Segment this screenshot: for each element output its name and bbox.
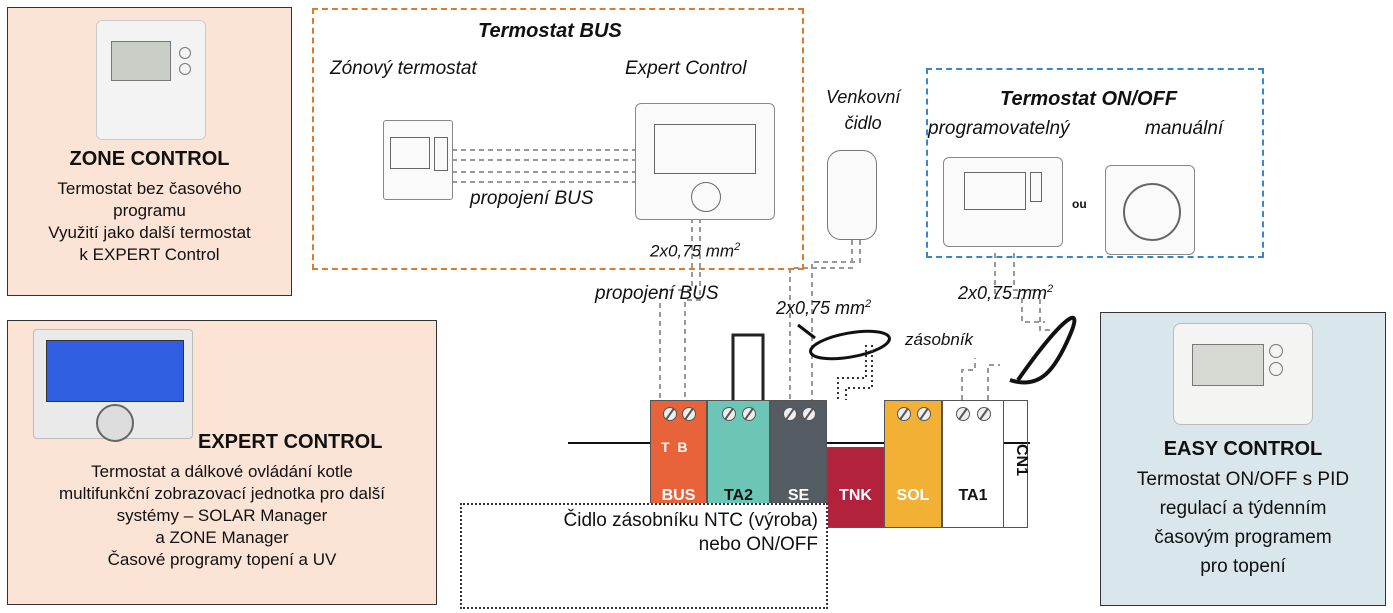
onoff-wires bbox=[961, 253, 1050, 400]
zone-thermostat-device bbox=[383, 120, 453, 200]
tank-sensor-coil bbox=[809, 329, 891, 361]
terminal-label: TNK bbox=[839, 487, 872, 504]
expert-control-description: Termostat a dálkové ovládání kotle multi… bbox=[8, 461, 436, 571]
zone-thermostat-label: Zónový termostat bbox=[330, 58, 477, 79]
programmable-thermostat-device bbox=[943, 157, 1063, 247]
bus-pin-labels: T B bbox=[661, 439, 688, 455]
expert-control-line: systémy – SOLAR Manager bbox=[116, 506, 328, 525]
terminal-label: TA2 bbox=[723, 487, 754, 504]
zone-control-line: Využití jako další termostat bbox=[48, 223, 251, 242]
or-label: ou bbox=[1072, 197, 1087, 211]
zone-control-line: Termostat bez časového bbox=[57, 179, 242, 198]
zone-control-line: programu bbox=[113, 201, 186, 220]
onoff-thermostat-group bbox=[926, 68, 1264, 258]
screw-icon bbox=[682, 407, 696, 421]
bus-link-label-lower: propojení BUS bbox=[595, 283, 719, 304]
bus-cable-label: 2x0,75 mm2 bbox=[650, 241, 740, 262]
screw-icon bbox=[802, 407, 816, 421]
ta1-loop-wire bbox=[1009, 315, 1077, 385]
expert-control-device bbox=[635, 103, 775, 220]
easy-control-title: EASY CONTROL bbox=[1163, 438, 1323, 460]
onoff-group-title: Termostat ON/OFF bbox=[1000, 88, 1178, 110]
bus-thermostat-group bbox=[312, 8, 804, 270]
screw-icon bbox=[742, 407, 756, 421]
zone-control-device-image bbox=[96, 20, 206, 140]
bus-cable-label-sup: 2 bbox=[734, 241, 741, 253]
expert-control-box: EXPERT CONTROL Termostat a dálkové ovlád… bbox=[7, 320, 437, 605]
sensor-wires bbox=[789, 240, 861, 400]
bus-link-wires bbox=[452, 149, 701, 400]
easy-control-line: pro topení bbox=[1200, 556, 1286, 577]
easy-control-description: Termostat ON/OFF s PID regulací a týdenn… bbox=[1101, 465, 1385, 581]
terminal-label: TA1 bbox=[958, 487, 988, 504]
sensor-cable-label-sup: 2 bbox=[865, 298, 872, 310]
sensor-cable-label-text: 2x0,75 mm bbox=[776, 298, 866, 318]
terminal-ta1: TA1 bbox=[942, 400, 1004, 528]
expert-control-line: multifunkční zobrazovací jednotka pro da… bbox=[58, 484, 385, 503]
programmable-label: programovatelný bbox=[928, 118, 1070, 139]
terminal-sol: SOL bbox=[884, 400, 942, 528]
bus-cable-label-text: 2x0,75 mm bbox=[650, 241, 735, 261]
expert-control-title: EXPERT CONTROL bbox=[198, 431, 383, 453]
ntc-note-line: nebo ON/OFF bbox=[698, 534, 818, 555]
expert-control-label: Expert Control bbox=[625, 58, 747, 79]
manual-thermostat-device bbox=[1105, 165, 1195, 255]
zone-control-title: ZONE CONTROL bbox=[69, 148, 230, 170]
ta1-cable-label: 2x0,75 mm2 bbox=[958, 283, 1053, 304]
screw-icon bbox=[722, 407, 736, 421]
bus-link-label: propojení BUS bbox=[470, 188, 594, 209]
screw-icon bbox=[897, 407, 911, 421]
easy-control-line: Termostat ON/OFF s PID bbox=[1136, 469, 1350, 490]
easy-control-line: časovým programem bbox=[1154, 527, 1332, 548]
outdoor-sensor-device bbox=[827, 150, 877, 240]
expert-control-line: Termostat a dálkové ovládání kotle bbox=[91, 462, 353, 481]
sensor-cable-label: 2x0,75 mm2 bbox=[776, 298, 871, 319]
ntc-note-box: Čidlo zásobníku NTC (výroba) nebo ON/OFF bbox=[460, 503, 828, 609]
manual-label: manuální bbox=[1145, 118, 1224, 139]
easy-control-device-image bbox=[1173, 323, 1313, 425]
easy-control-box: EASY CONTROL Termostat ON/OFF s PID regu… bbox=[1100, 312, 1386, 606]
expert-control-line: a ZONE Manager bbox=[155, 528, 289, 547]
connector-label: CN1 bbox=[1013, 443, 1031, 477]
easy-control-line: regulací a týdenním bbox=[1159, 498, 1327, 519]
outdoor-sensor-label: Venkovní čidlo bbox=[826, 84, 900, 136]
terminal-label: SOL bbox=[896, 487, 930, 504]
zone-control-line: k EXPERT Control bbox=[79, 245, 220, 264]
bus-group-title: Termostat BUS bbox=[478, 20, 622, 42]
connector-cn1: CN1 bbox=[1004, 400, 1031, 528]
outdoor-sensor-label-line: čidlo bbox=[844, 113, 882, 133]
expert-control-device-image bbox=[33, 329, 193, 442]
terminal-tnk: TNK bbox=[827, 447, 884, 528]
screw-icon bbox=[663, 407, 677, 421]
outdoor-sensor-label-line: Venkovní bbox=[826, 87, 901, 107]
screw-icon bbox=[956, 407, 970, 421]
screw-icon bbox=[917, 407, 931, 421]
screw-icon bbox=[977, 407, 991, 421]
terminal-label: BUS bbox=[661, 487, 696, 504]
zone-control-description: Termostat bez časového programu Využití … bbox=[8, 178, 291, 266]
ta1-cable-label-sup: 2 bbox=[1047, 283, 1054, 295]
screw-icon bbox=[783, 407, 797, 421]
ntc-note-line: Čidlo zásobníku NTC (výroba) bbox=[563, 510, 818, 531]
ta1-cable-label-text: 2x0,75 mm bbox=[958, 283, 1048, 303]
zone-control-box: ZONE CONTROL Termostat bez časového prog… bbox=[7, 7, 292, 296]
expert-control-line: Časové programy topení a UV bbox=[107, 550, 337, 569]
terminal-label: SE bbox=[787, 487, 810, 504]
ta2-jumper bbox=[731, 333, 765, 400]
tank-label: zásobník bbox=[905, 330, 974, 349]
